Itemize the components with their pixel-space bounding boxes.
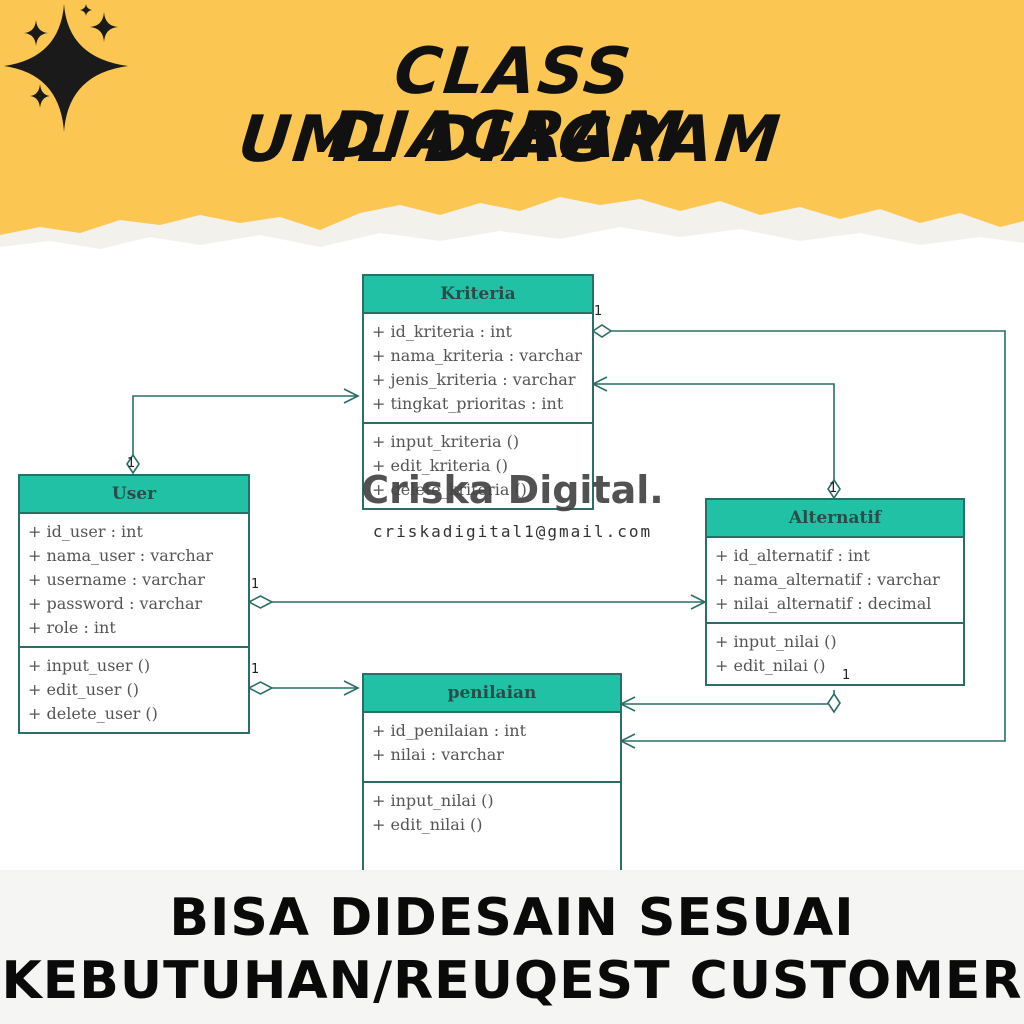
footer-panel	[0, 870, 1024, 1024]
attribute: + role : int	[28, 618, 116, 637]
watermark-name: Criska Digital.	[361, 468, 664, 512]
multiplicity-label: 1	[127, 456, 136, 471]
sparkle-icon	[4, 4, 128, 132]
attribute: + tingkat_prioritas : int	[372, 394, 564, 413]
class-alternatif-methods: + input_nilai () + edit_nilai ()	[707, 624, 963, 684]
alternatif-penilaian-connector	[621, 690, 835, 705]
attribute: + username : varchar	[28, 570, 205, 589]
method: + edit_user ()	[28, 680, 139, 699]
class-kriteria-name: Kriteria	[364, 276, 592, 314]
method: + input_user ()	[28, 656, 151, 675]
footer-tagline-line2: KEBUTUHAN/REUQEST CUSTOMER	[1, 951, 1023, 1011]
attribute: + nama_alternatif : varchar	[715, 570, 940, 589]
class-user-attributes: + id_user : int + nama_user : varchar + …	[20, 514, 248, 648]
class-kriteria-attributes: + id_kriteria : int + nama_kriteria : va…	[364, 314, 592, 424]
class-kriteria: Kriteria + id_kriteria : int + nama_krit…	[362, 274, 594, 510]
method: + delete_user ()	[28, 704, 158, 723]
user-kriteria-connector	[132, 395, 358, 456]
attribute: + id_user : int	[28, 522, 143, 541]
multiplicity-label: 1	[594, 304, 603, 319]
method: + input_nilai ()	[372, 791, 494, 810]
attribute: + nilai_alternatif : decimal	[715, 594, 932, 613]
attribute: + nama_user : varchar	[28, 546, 213, 565]
arrow-head	[343, 680, 360, 696]
class-user: User + id_user : int + nama_user : varch…	[18, 474, 250, 734]
multiplicity-label: 1	[251, 577, 260, 592]
class-penilaian: penilaian + id_penilaian : int + nilai :…	[362, 673, 622, 877]
attribute: + id_alternatif : int	[715, 546, 870, 565]
aggregation-diamond	[827, 692, 841, 714]
aggregation-diamond	[591, 324, 613, 338]
attribute: + password : varchar	[28, 594, 203, 613]
method: + delete_kriteria ()	[372, 480, 527, 499]
attribute: + id_penilaian : int	[372, 721, 527, 740]
method: + edit_kriteria ()	[372, 456, 508, 475]
multiplicity-label: 1	[829, 481, 838, 496]
aggregation-diamond	[126, 453, 140, 475]
attribute: + id_kriteria : int	[372, 322, 512, 341]
class-alternatif-attributes: + id_alternatif : int + nama_alternatif …	[707, 538, 963, 624]
class-penilaian-attributes: + id_penilaian : int + nilai : varchar	[364, 713, 620, 783]
method: + input_nilai ()	[715, 632, 837, 651]
method: + edit_nilai ()	[372, 815, 483, 834]
kriteria-penilaian-connector	[611, 330, 1006, 742]
aggregation-diamond	[247, 595, 274, 609]
aggregation-diamond	[827, 478, 841, 500]
attribute: + jenis_kriteria : varchar	[372, 370, 576, 389]
arrow-head	[343, 388, 360, 404]
class-penilaian-methods: + input_nilai () + edit_nilai ()	[364, 783, 620, 843]
method: + input_kriteria ()	[372, 432, 520, 451]
class-kriteria-methods: + input_kriteria () + edit_kriteria () +…	[364, 424, 592, 508]
attribute: + nilai : varchar	[372, 745, 504, 764]
class-penilaian-name: penilaian	[364, 675, 620, 713]
footer-tagline-line1: BISA DIDESAIN SESUAI	[169, 888, 855, 948]
torn-paper-edge	[0, 197, 1024, 275]
class-alternatif-name: Alternatif	[707, 500, 963, 538]
alternatif-kriteria-connector	[593, 383, 835, 480]
multiplicity-label: 1	[842, 668, 851, 683]
class-user-methods: + input_user () + edit_user () + delete_…	[20, 648, 248, 732]
attribute: + nama_kriteria : varchar	[372, 346, 582, 365]
class-alternatif: Alternatif + id_alternatif : int + nama_…	[705, 498, 965, 686]
multiplicity-label: 1	[251, 662, 260, 677]
watermark-email: criskadigital1@gmail.com	[372, 522, 653, 541]
method: + edit_nilai ()	[715, 656, 826, 675]
aggregation-diamond	[247, 681, 274, 695]
class-user-name: User	[20, 476, 248, 514]
